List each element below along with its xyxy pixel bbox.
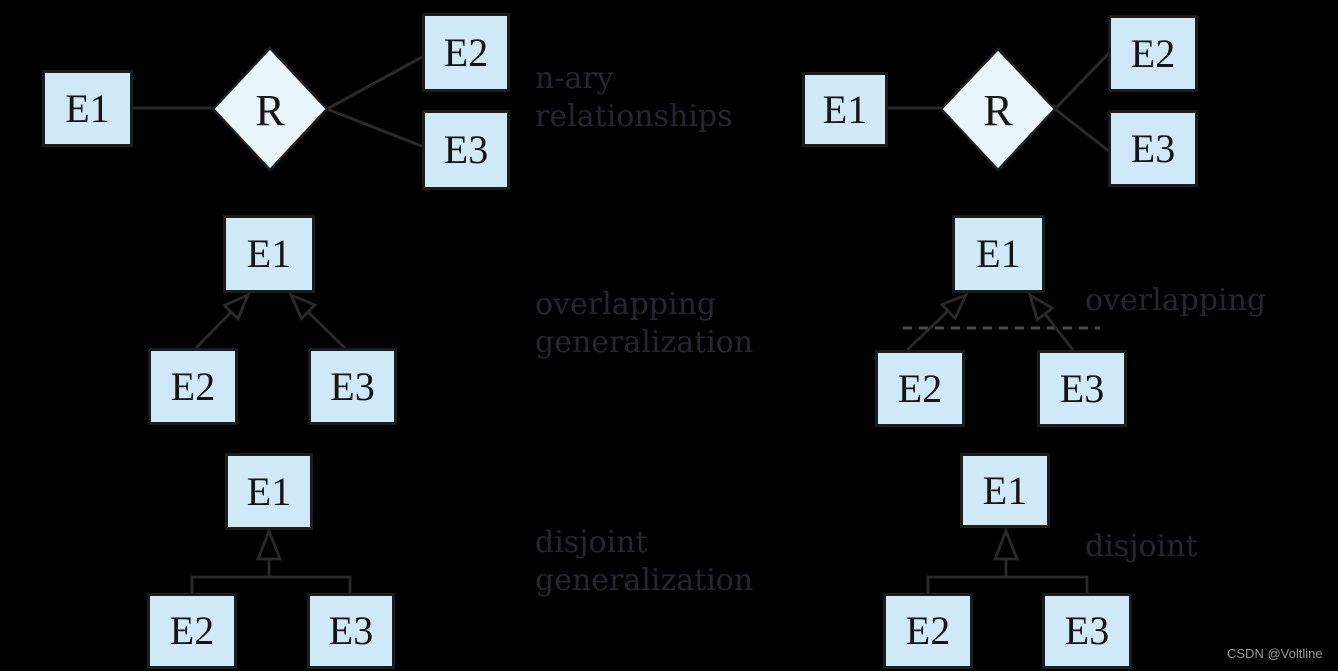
entity-box-e1: E1 [952,215,1045,293]
caption-line: generalization [535,325,754,360]
entity-box-e2: E2 [1108,15,1198,92]
entity-box-e3: E3 [307,593,395,669]
relationship-label: R [983,86,1013,135]
entity-box-e3: E3 [1042,593,1132,669]
entity-box-e1: E1 [223,215,315,293]
caption-line: relationships [535,99,733,134]
disjoint-connector-right [926,527,1089,593]
disjoint-connector-left [190,527,352,593]
entity-box-e3: E3 [422,110,510,190]
entity-box-e3: E3 [1037,350,1127,427]
entity-box-e1: E1 [802,72,888,147]
caption-overlapping: overlapping [1085,283,1267,318]
watermark-text: CSDN @Voltline [1227,646,1323,661]
entity-box-e1: E1 [960,453,1050,528]
nary-connectors-right [888,50,1112,154]
relationship-label: R [255,86,285,135]
generalization-arrows-middle-right [906,292,1075,352]
entity-box-e3: E3 [308,348,397,425]
entity-box-e2: E2 [147,593,237,669]
caption-line: generalization [535,563,754,598]
caption-disjoint: disjoint [1085,529,1198,564]
entity-box-e2: E2 [883,593,973,669]
entity-box-e3: E3 [1108,110,1198,187]
entity-box-e2: E2 [422,13,510,92]
entity-box-e1: E1 [42,70,133,147]
entity-box-e2: E2 [875,350,965,427]
entity-box-e2: E2 [148,348,238,425]
caption-line: disjoint [535,525,648,560]
nary-connectors-left [133,54,425,149]
caption-nary-relationships: n-ary relationships [535,60,733,136]
caption-line: n-ary [535,61,614,96]
entity-box-e1: E1 [225,453,313,530]
generalization-arrows-middle-left [194,292,346,350]
relationship-diamond-right [939,47,1057,172]
caption-line: overlapping [535,287,717,322]
relationship-diamond-left [211,46,329,172]
caption-disjoint-generalization: disjoint generalization [535,524,753,600]
caption-overlapping-generalization: overlapping generalization [535,286,753,362]
